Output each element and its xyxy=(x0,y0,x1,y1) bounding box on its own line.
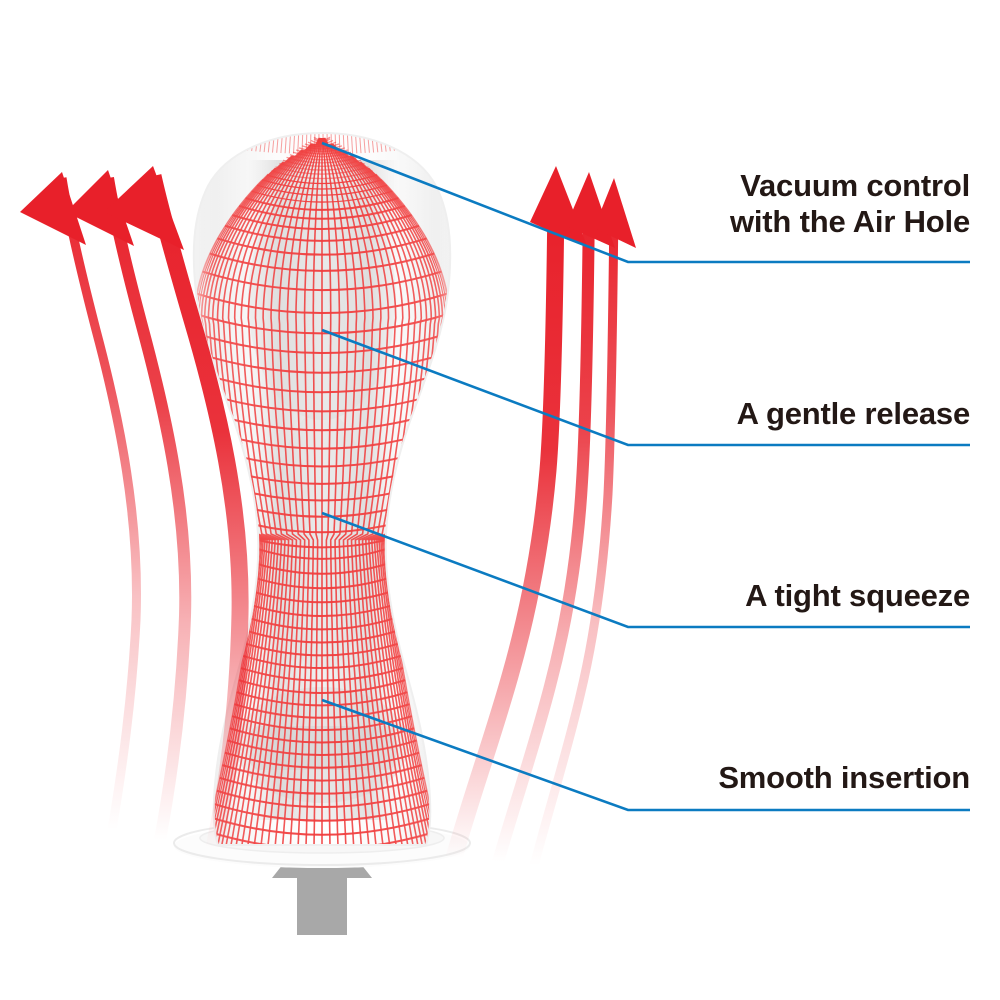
callout-line-smooth-insertion xyxy=(321,698,970,812)
airflow-arrow-left-middle xyxy=(66,170,192,842)
airflow-arrows-left xyxy=(20,166,249,850)
callout-line-vacuum-control xyxy=(321,141,970,264)
product-body xyxy=(173,131,471,868)
airflow-arrow-left-inner xyxy=(104,166,249,850)
airflow-arrows-right xyxy=(445,166,636,868)
callout-line-gentle-release xyxy=(321,328,970,447)
callout-line-tight-squeeze xyxy=(321,511,970,629)
airflow-arrow-right-outer xyxy=(529,178,636,868)
callout-lines xyxy=(321,141,970,812)
squeeze-arrow-icon xyxy=(272,815,372,935)
airflow-arrow-left-outer xyxy=(20,172,141,831)
